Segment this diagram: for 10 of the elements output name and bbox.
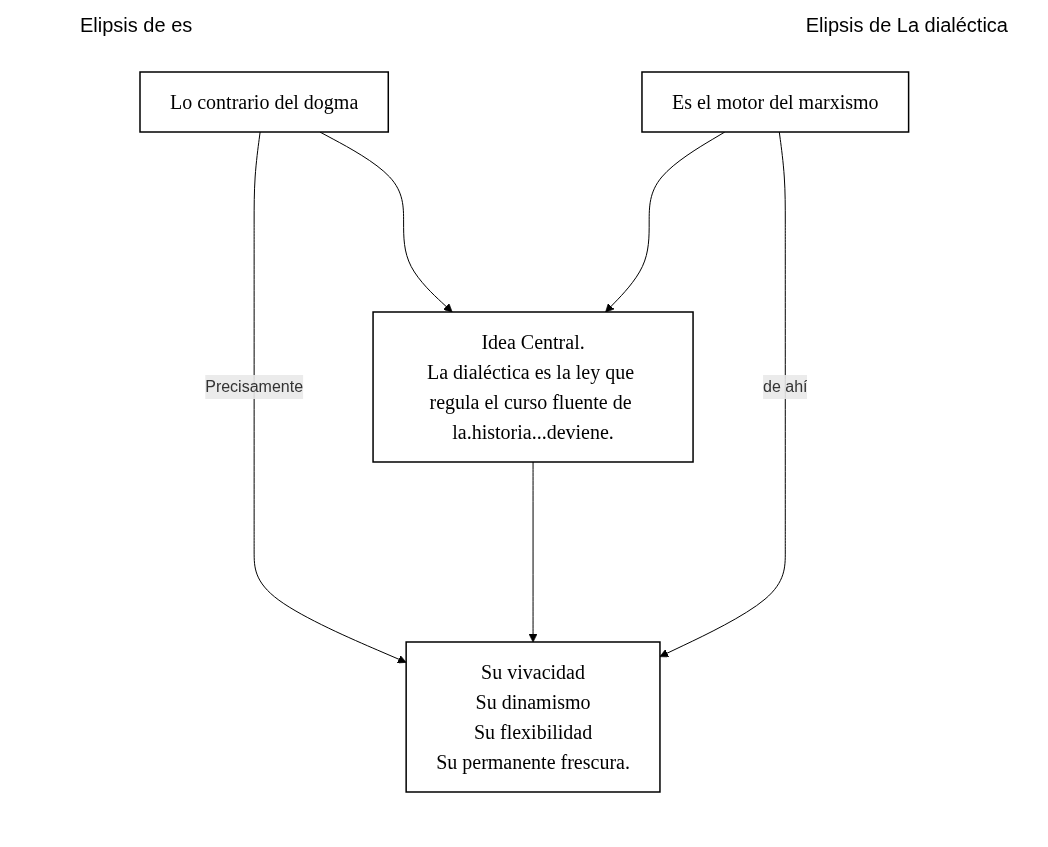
annotation-text: Elipsis de La dialéctica <box>805 14 1008 37</box>
arrow <box>528 461 538 643</box>
node-box: Es el motor del marxismo <box>640 71 910 133</box>
node-box: Lo contrario del dogma <box>138 71 389 133</box>
edge-label: de ahí <box>762 378 808 395</box>
node-box: Idea Central. La dialéctica es la ley que regula el curso fluente de la.historia...deviene. <box>372 311 694 463</box>
annotation-text: Elipsis de es <box>80 14 193 37</box>
arrow <box>659 131 786 658</box>
node-box: Su vivacidad Su dinamismo Su flexibilidad Su permanente frescura. <box>405 641 661 793</box>
edge-label: Precisamente <box>204 378 303 395</box>
